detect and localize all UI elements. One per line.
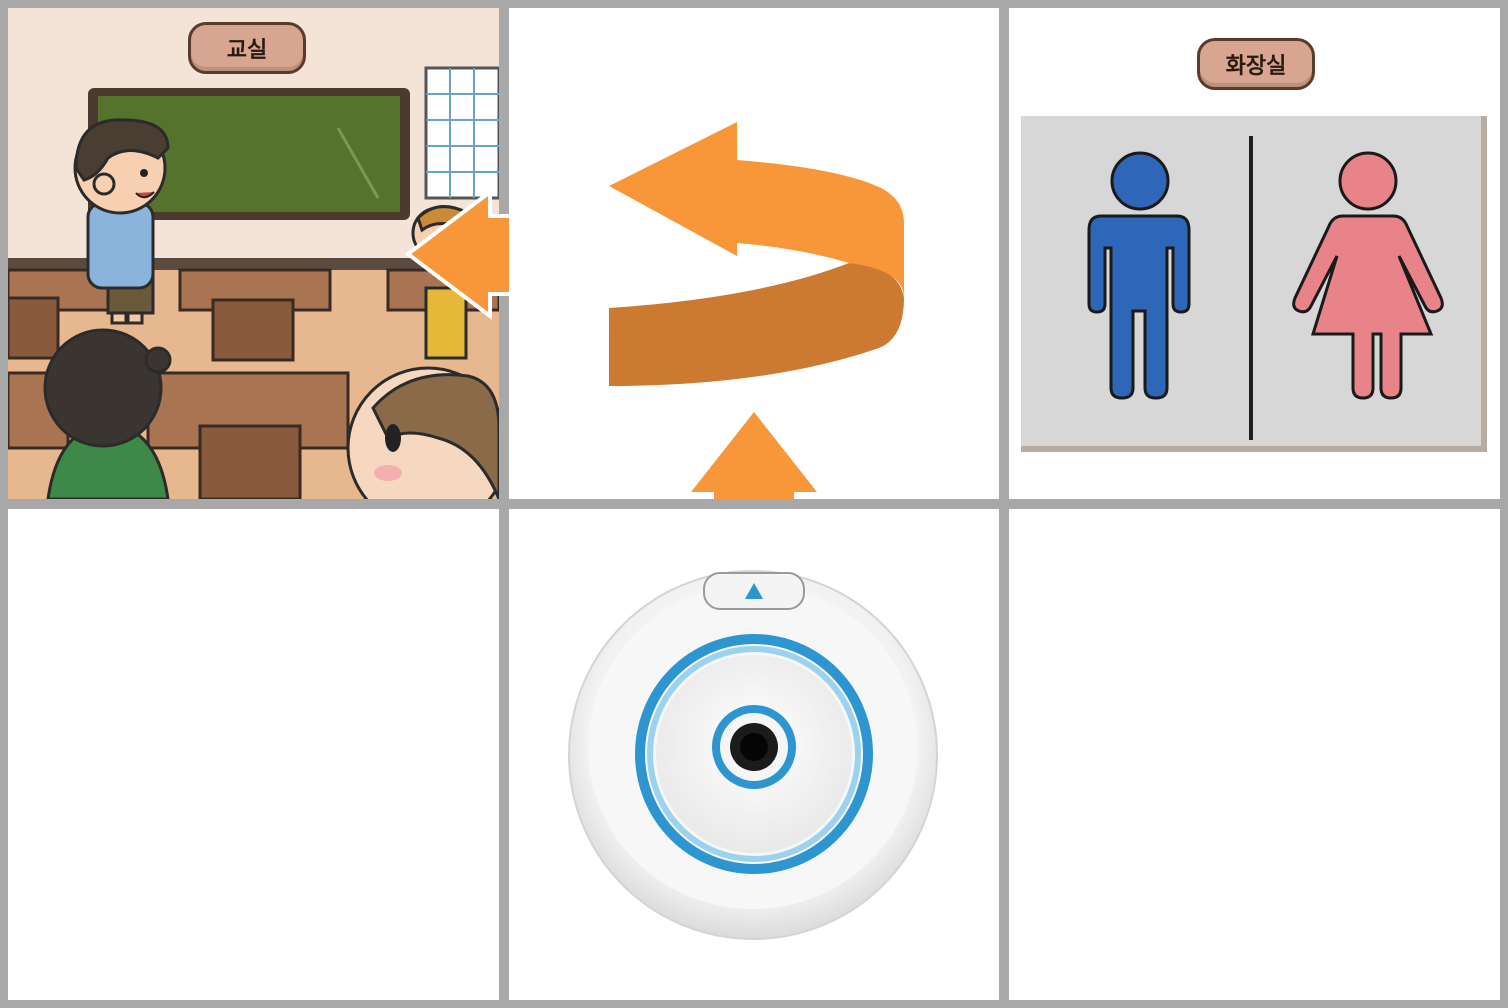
device-panel [509, 509, 999, 1000]
direction-panel [509, 8, 999, 499]
u-turn-arrow-icon [609, 122, 904, 499]
restroom-panel: 화장실 [1009, 8, 1500, 499]
restroom-sign-icon [1021, 116, 1487, 452]
empty-panel-bottom-left [8, 509, 499, 1000]
empty-panel-bottom-right [1009, 509, 1500, 1000]
round-button-device-icon [568, 570, 938, 940]
restroom-label: 화장실 [1197, 38, 1315, 90]
classroom-label: 교실 [188, 22, 306, 74]
